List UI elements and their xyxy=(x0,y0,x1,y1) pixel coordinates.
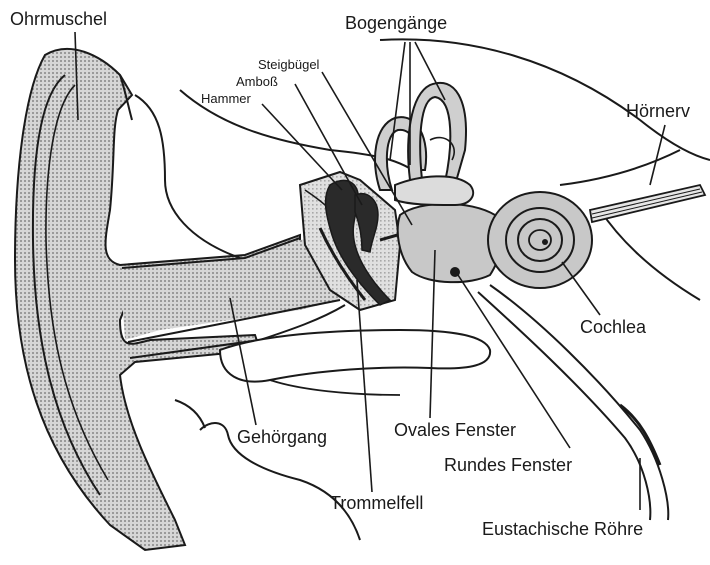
label-bogengaenge: Bogengänge xyxy=(345,14,447,32)
label-rundes-fenster: Rundes Fenster xyxy=(444,456,572,474)
jaw-region xyxy=(220,330,490,382)
label-ovales-fenster: Ovales Fenster xyxy=(394,421,516,439)
label-amboss: Amboß xyxy=(236,75,278,88)
label-cochlea: Cochlea xyxy=(580,318,646,336)
label-eustachische-roehre: Eustachische Röhre xyxy=(482,520,643,538)
vestibule xyxy=(398,204,503,282)
label-gehoergang: Gehörgang xyxy=(237,428,327,446)
auditory-nerve xyxy=(590,185,705,222)
label-steigbuegel: Steigbügel xyxy=(258,58,319,71)
label-hammer: Hammer xyxy=(201,92,251,105)
label-ohrmuschel: Ohrmuschel xyxy=(10,10,107,28)
semicircular-canal-2 xyxy=(408,83,466,185)
label-hoernerv: Hörnerv xyxy=(626,102,690,120)
label-trommelfell: Trommelfell xyxy=(330,494,423,512)
semicircular-canal-3 xyxy=(395,176,473,205)
cochlea-shape xyxy=(488,192,592,288)
